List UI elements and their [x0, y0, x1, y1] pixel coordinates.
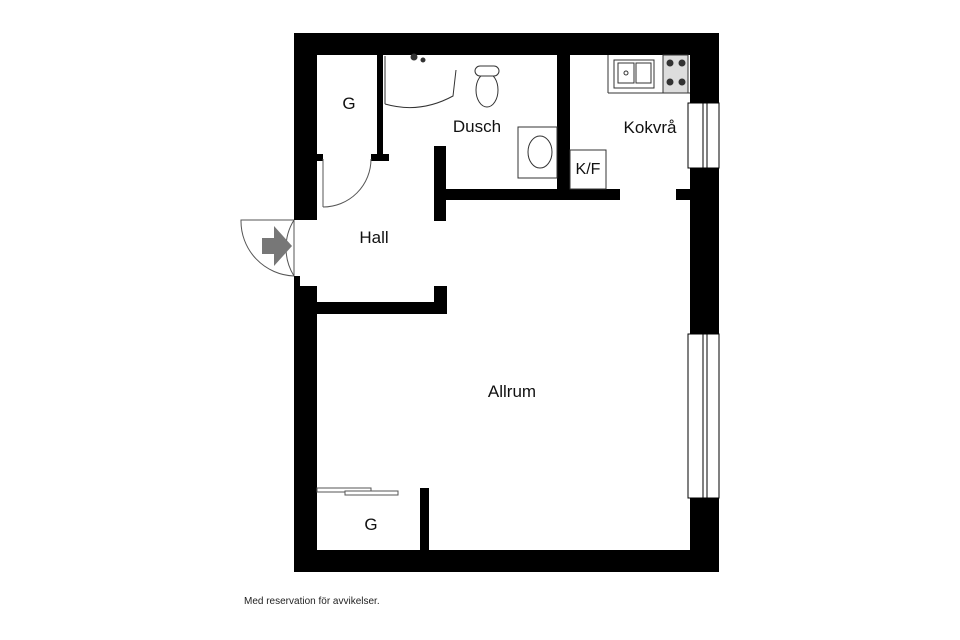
- room-label-fridge-freezer: K/F: [576, 161, 601, 178]
- wall-bath-jamb: [434, 146, 446, 221]
- entrance-arrow-icon: [262, 226, 292, 266]
- room-label-living-room: Allrum: [488, 382, 536, 401]
- wall-bath-kitchen: [557, 55, 570, 200]
- closet-sliding-door: [316, 487, 399, 496]
- shower-fixtures: [384, 53, 558, 179]
- wall-left-upper: [294, 33, 317, 220]
- wall-closet-right: [377, 55, 383, 155]
- room-label-shower: Dusch: [453, 117, 501, 136]
- wall-bottom: [294, 550, 719, 572]
- wall-left-lower: [294, 286, 317, 572]
- closet-door-hall: [322, 158, 372, 208]
- room-label-storage-top: G: [342, 94, 355, 113]
- wall-bath-top: [317, 33, 617, 55]
- wall-closet-bottom-stub: [371, 154, 389, 161]
- room-label-storage-bottom: G: [364, 515, 377, 534]
- disclaimer-text: Med reservation för avvikelser.: [244, 596, 380, 607]
- wall-closet-bottom-left: [317, 154, 323, 161]
- wall-bath-bottom: [434, 189, 620, 200]
- wall-right-2: [690, 168, 719, 334]
- wall-hall-jamb: [434, 286, 447, 314]
- wall-right-1: [690, 33, 719, 103]
- room-label-hall: Hall: [359, 228, 388, 247]
- wall-hall-bottom: [294, 302, 447, 314]
- wall-right-3: [690, 498, 719, 572]
- windows: [687, 102, 720, 499]
- interior-walls: [294, 33, 690, 558]
- room-label-kitchenette: Kokvrå: [624, 118, 677, 137]
- kitchen-fixtures: [569, 54, 690, 190]
- wall-kitchen-stub: [676, 189, 690, 200]
- wall-closet2-right: [420, 488, 429, 558]
